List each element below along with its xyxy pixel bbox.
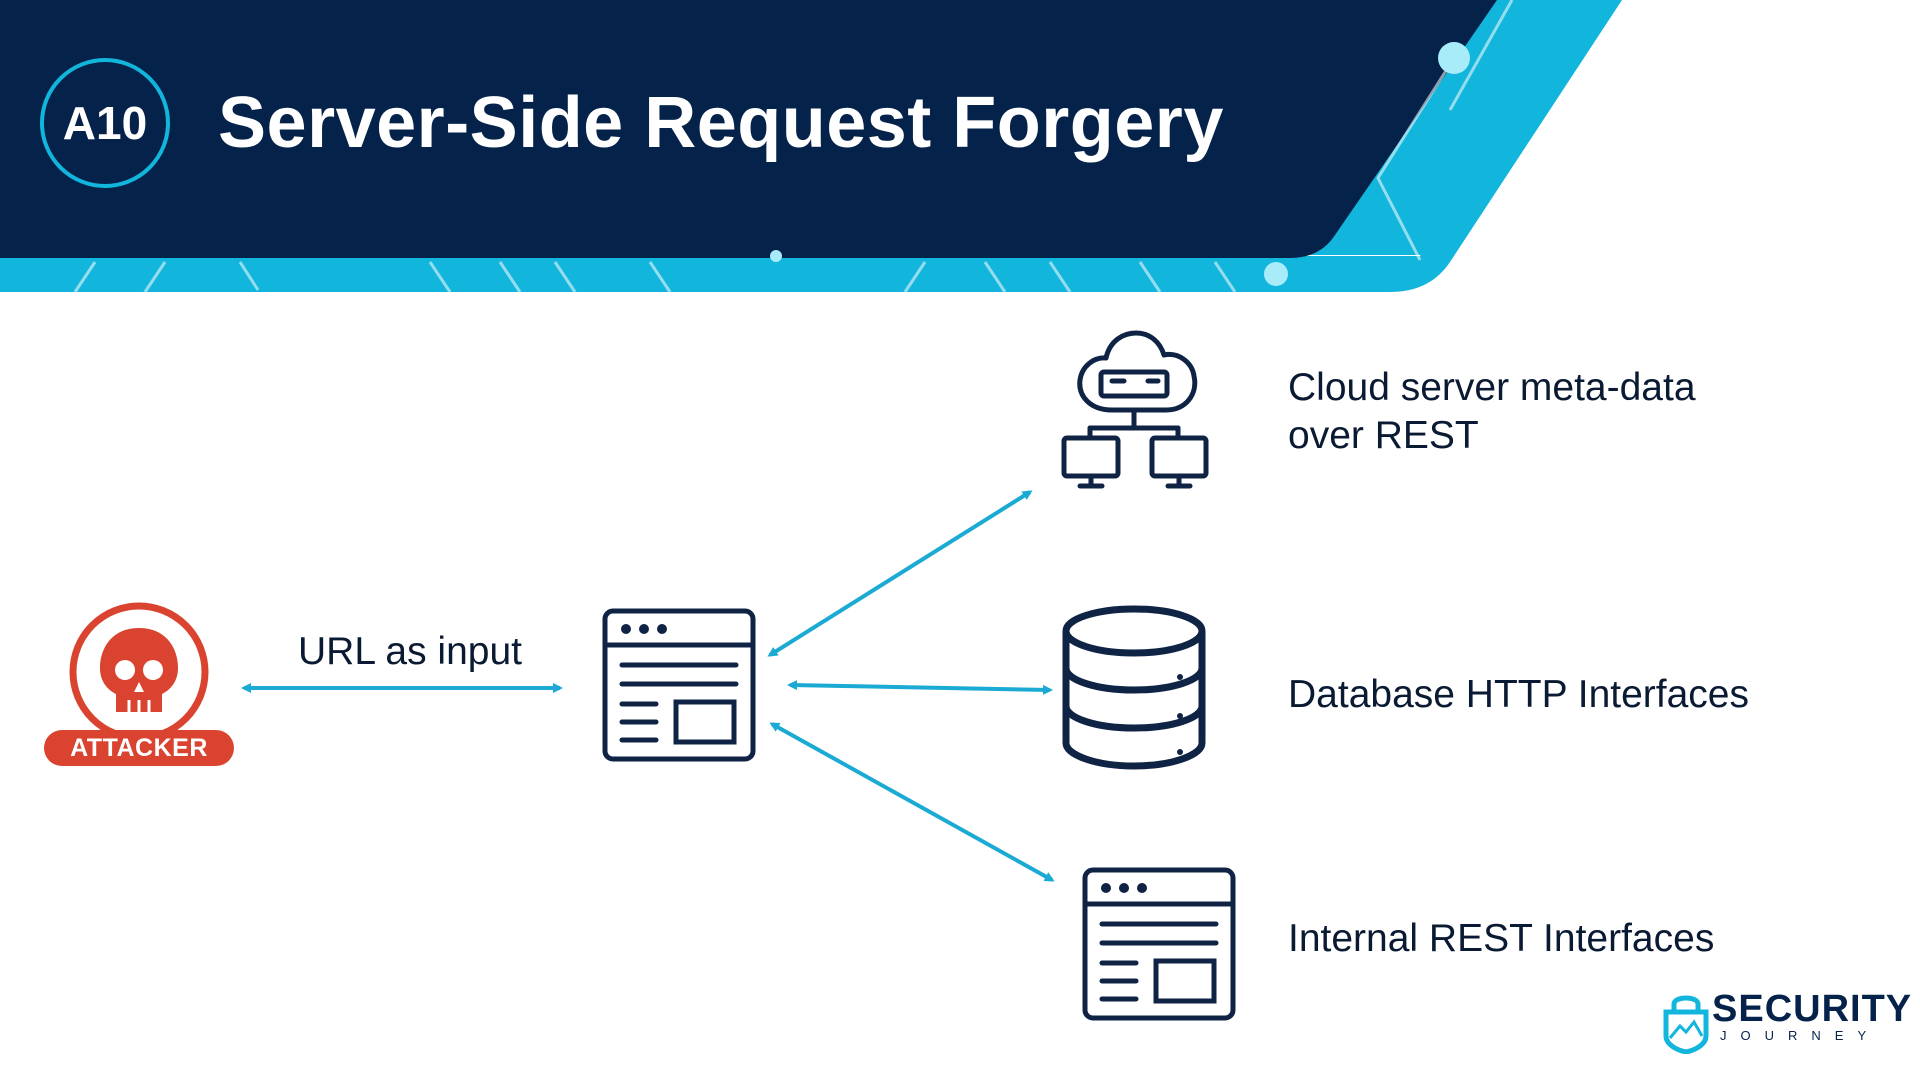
logo-subtitle: JOURNEY — [1720, 1028, 1881, 1043]
cloud-arrow — [767, 490, 1033, 657]
database-target-label: Database HTTP Interfaces — [1288, 673, 1749, 716]
rest-target-label: Internal REST Interfaces — [1288, 917, 1715, 960]
page-title: Server-Side Request Forgery — [218, 83, 1224, 163]
database-icon — [1062, 605, 1206, 770]
cloud-target-line-1: Cloud server meta-data — [1288, 366, 1696, 409]
web-app-icon — [602, 608, 756, 762]
attacker-badge: ATTACKER — [44, 730, 234, 766]
url-input-label: URL as input — [298, 630, 523, 673]
logo-wordmark: SECURITY — [1712, 988, 1913, 1030]
cloud-target-line-2: over REST — [1288, 414, 1479, 457]
cloud-network-icon — [1061, 330, 1209, 489]
security-journey-logo: SECURITY JOURNEY — [1660, 988, 1911, 1058]
rest-arrow — [769, 722, 1055, 882]
shield-lock-icon — [1663, 995, 1709, 1054]
header-banner — [0, 0, 1622, 293]
browser-window-icon — [1082, 867, 1236, 1021]
cloud-target-label: Cloud server meta-data over REST — [1288, 364, 1748, 460]
skull-icon — [69, 602, 209, 742]
database-arrow — [787, 680, 1053, 695]
section-badge: A10 — [40, 58, 170, 188]
